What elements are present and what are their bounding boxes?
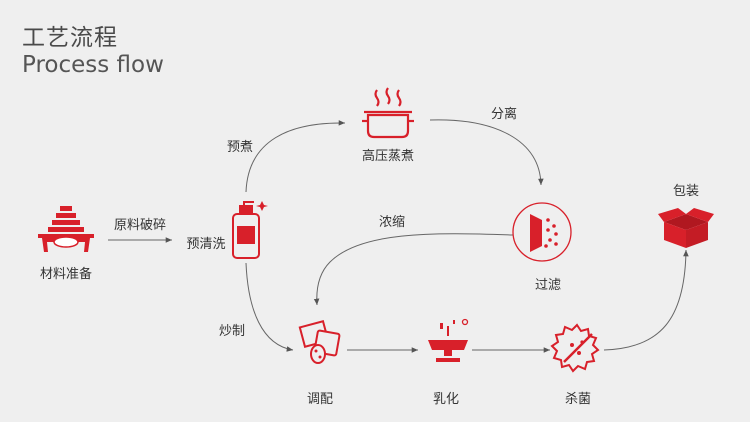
arrow-boil-filter bbox=[429, 119, 544, 186]
edge-label-stirfry: 炒制 bbox=[218, 324, 246, 339]
flow-arrows bbox=[108, 119, 689, 353]
emulsify-icon bbox=[428, 318, 469, 362]
node-label-sterilize: 杀菌 bbox=[564, 392, 592, 407]
arrow-filter-blend bbox=[313, 233, 514, 306]
package-box-icon bbox=[658, 208, 714, 248]
arrow-sterilize-package bbox=[603, 249, 689, 351]
node-label-package: 包装 bbox=[672, 184, 700, 199]
node-label-boil: 高压蒸煮 bbox=[361, 149, 415, 164]
page-title-en: Process flow bbox=[22, 52, 164, 78]
filter-icon bbox=[512, 202, 572, 262]
node-label-materials: 材料准备 bbox=[39, 267, 93, 282]
boil-pot-icon bbox=[362, 87, 414, 139]
prewash-bottle-icon bbox=[232, 201, 268, 259]
node-label-blend: 调配 bbox=[306, 392, 334, 407]
edge-label-preboil: 预煮 bbox=[226, 140, 254, 155]
edge-label-concentrate: 浓缩 bbox=[378, 215, 406, 230]
blend-icon bbox=[298, 320, 341, 364]
sterilize-icon bbox=[550, 323, 600, 373]
page-title-zh: 工艺流程 bbox=[22, 25, 118, 51]
edge-label-crush: 原料破碎 bbox=[113, 218, 167, 233]
materials-icon bbox=[38, 206, 94, 252]
arrow-prewash-boil bbox=[245, 120, 346, 193]
node-label-prewash: 预清洗 bbox=[186, 237, 226, 252]
edge-label-separate: 分离 bbox=[490, 107, 518, 122]
node-label-filter: 过滤 bbox=[534, 278, 562, 293]
arrow-prewash-blend bbox=[245, 262, 294, 352]
node-label-emulsify: 乳化 bbox=[432, 392, 460, 407]
